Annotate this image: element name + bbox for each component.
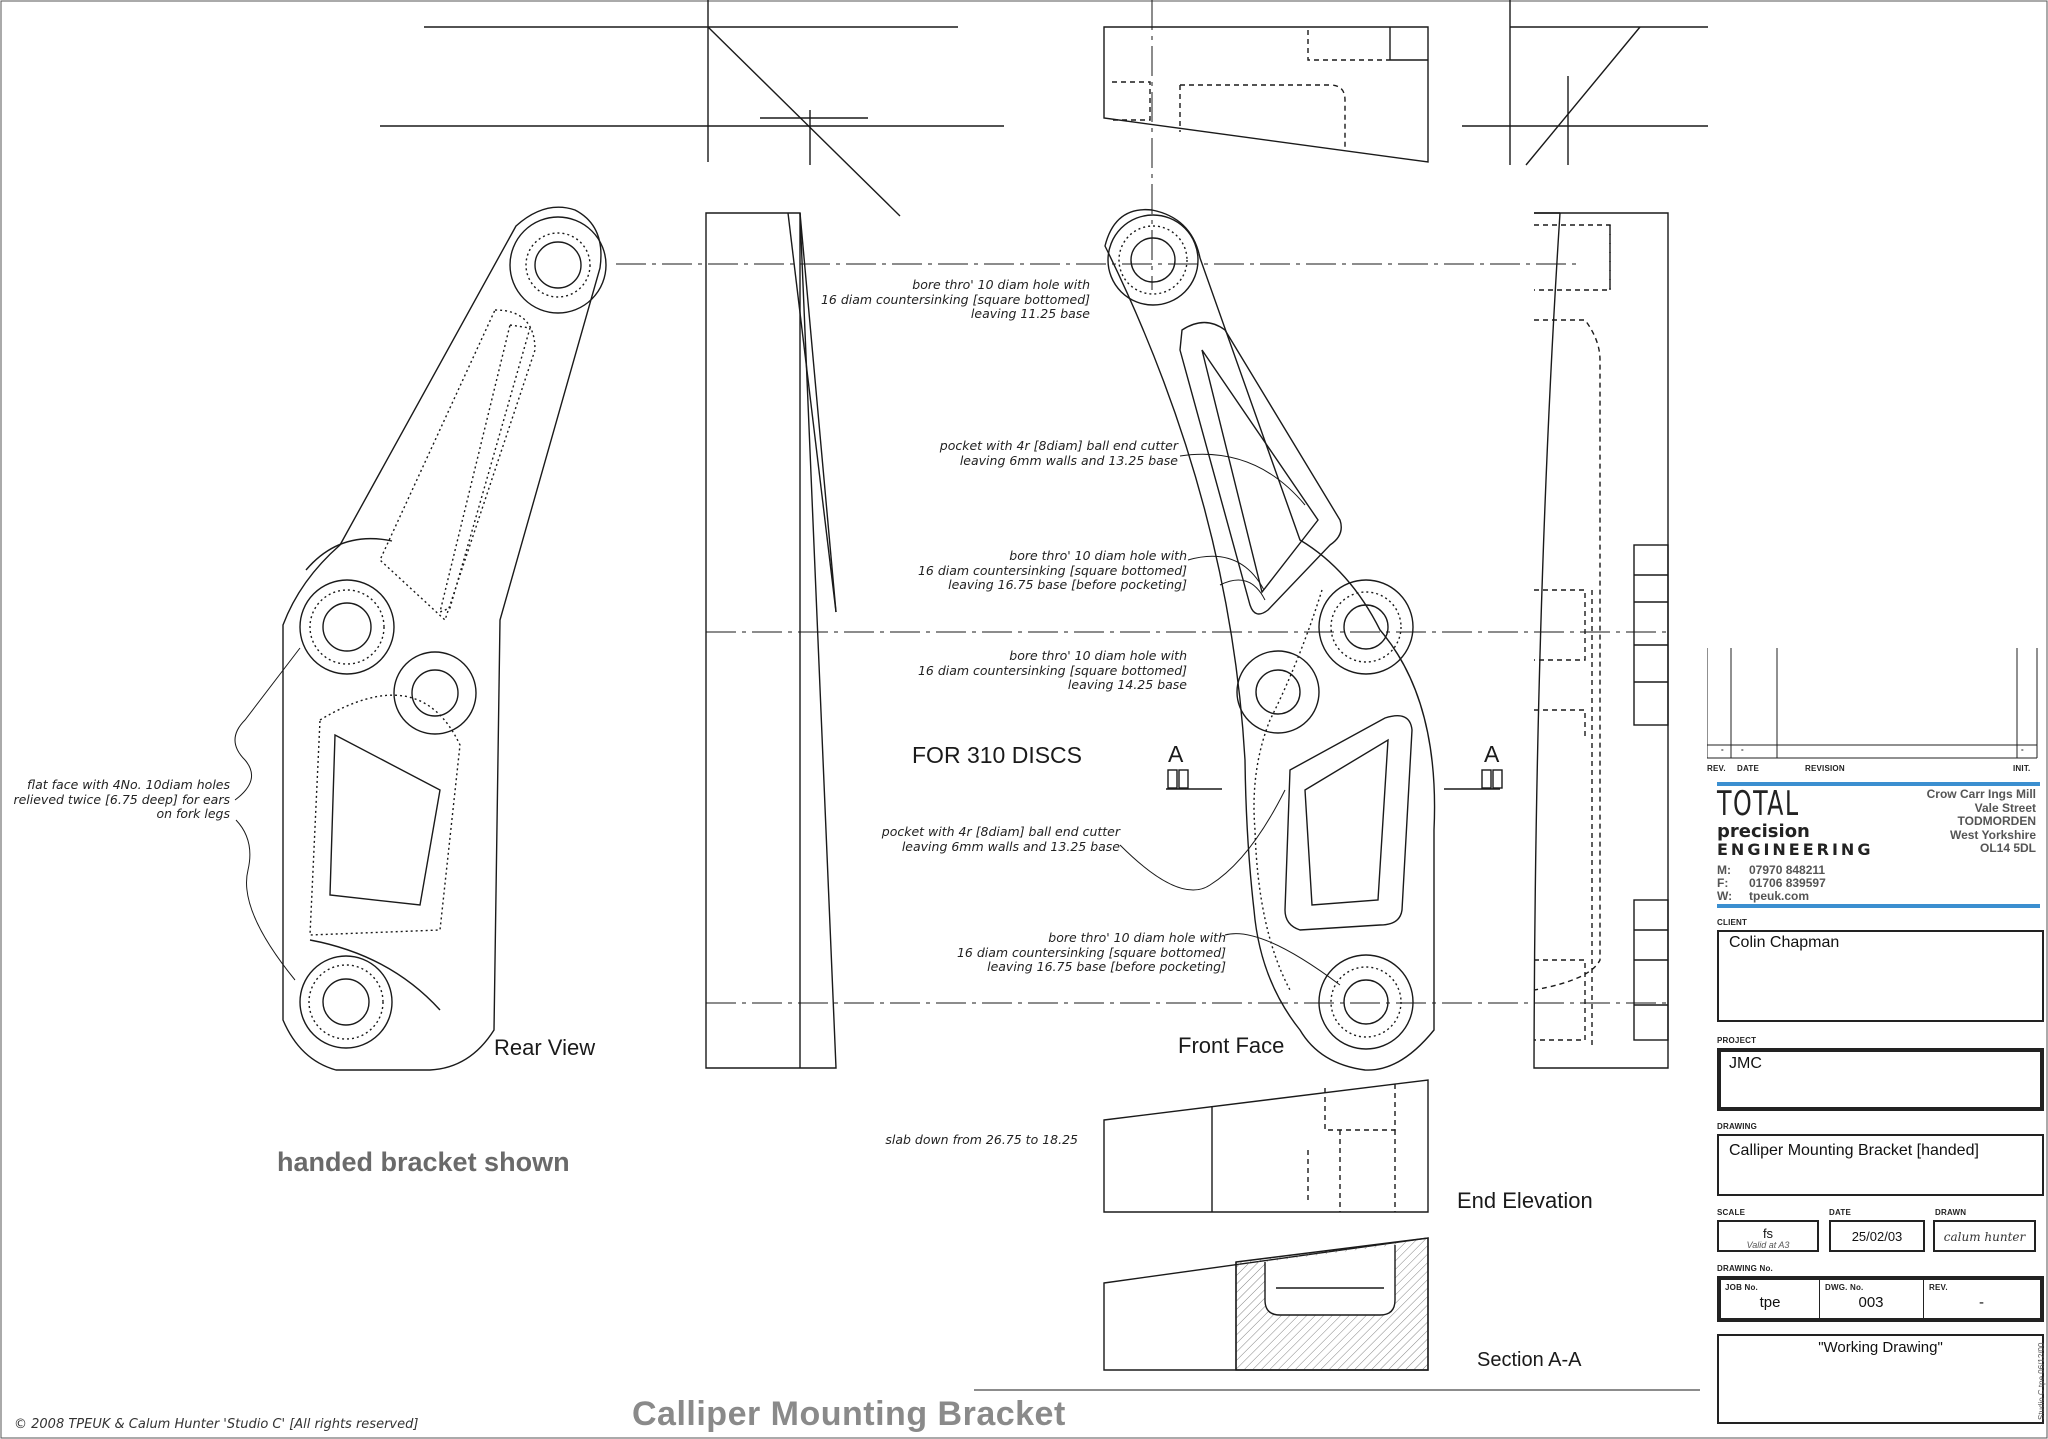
status-box: "Working Drawing" [1717, 1334, 2044, 1424]
drawing-title: Calliper Mounting Bracket [632, 1395, 1066, 1433]
drawing-name: Calliper Mounting Bracket [handed] [1729, 1142, 1979, 1159]
section-aa-view [1103, 1237, 1429, 1371]
project-name: JMC [1729, 1055, 1762, 1072]
address-line: West Yorkshire [1949, 827, 2036, 842]
drawn-value: calum hunter [1943, 1230, 2026, 1244]
date-heading: DATE [1829, 1208, 1851, 1217]
scale-heading: SCALE [1717, 1208, 1746, 1217]
title-block: - - - REV. DATE REVISION INIT. TOTAL pre… [1707, 648, 2048, 1439]
company-contacts: M: 07970 848211 F: 01706 839597 W: tpeuk.co… [1717, 864, 1826, 903]
note-pocket-upper: pocket with 4r [8diam] ball end cutter l… [939, 438, 1178, 468]
fax-label: F: [1717, 876, 1729, 890]
disc-size-label: FOR 310 DISCS [912, 742, 1082, 768]
revision-header-rev: REV. [1707, 764, 1726, 773]
section-aa-label: Section A-A [1477, 1349, 1582, 1371]
studio-side-text: Studio C tpe 06/12/00 [2037, 1342, 2046, 1420]
drawing-no-box: JOB No. DWG. No. REV. tpe 003 - [1717, 1276, 2044, 1322]
note-bore-center: bore thro' 10 diam hole with 16 diam cou… [917, 648, 1187, 692]
rev-value: - [1979, 1294, 1984, 1311]
web-label: W: [1717, 889, 1733, 903]
centre-lines [616, 263, 1668, 1004]
dwg-divider-2 [1923, 1280, 1924, 1318]
rear-view-label: Rear View [494, 1035, 596, 1060]
accent-rule-bottom [1717, 904, 2040, 908]
drawing-heading: DRAWING [1717, 1122, 1758, 1131]
slab-elevation-view [1103, 1079, 1429, 1213]
revision-header-revision: REVISION [1805, 764, 1845, 773]
mobile-label: M: [1717, 863, 1731, 877]
mobile-number: 07970 848211 [1749, 863, 1826, 877]
end-elevation-label: End Elevation [1457, 1188, 1593, 1213]
drawing-box: Calliper Mounting Bracket [handed] [1717, 1134, 2044, 1196]
drawing-no-heading: DRAWING No. [1717, 1264, 1773, 1273]
company-logo-engineering: ENGINEERING [1717, 840, 1874, 859]
note-slab: slab down from 26.75 to 18.25 [885, 1132, 1078, 1147]
job-no-heading: JOB No. [1725, 1283, 1758, 1292]
revision-row-date: - [1741, 745, 1744, 754]
rev-heading: REV. [1929, 1283, 1948, 1292]
project-heading: PROJECT [1717, 1036, 1757, 1045]
section-marker-right: A [1484, 741, 1500, 767]
revision-row-init: - [2021, 745, 2024, 754]
company-logo-total: TOTAL [1717, 784, 1800, 824]
drawn-heading: DRAWN [1935, 1208, 1967, 1217]
top-plan-view [1103, 0, 1429, 290]
front-face-bracket [1104, 208, 1436, 1071]
revision-row-rev: - [1721, 745, 1724, 754]
note-pocket-lower: pocket with 4r [8diam] ball end cutter l… [881, 824, 1120, 854]
project-box: JMC [1717, 1048, 2044, 1111]
revision-header-init: INIT. [2013, 764, 2031, 773]
note-bore-mid: bore thro' 10 diam hole with 16 diam cou… [917, 548, 1187, 592]
projection-construction-lines [380, 0, 1708, 217]
scale-note: Valid at A3 [1746, 1240, 1790, 1250]
address-line: TODMORDEN [1957, 814, 2036, 828]
revision-header-date: DATE [1737, 764, 1759, 773]
scale-value: fs [1762, 1226, 1774, 1241]
note-bore-top: bore thro' 10 diam hole with 16 diam cou… [820, 277, 1090, 321]
web-address: tpeuk.com [1749, 889, 1810, 903]
company-address: Crow Carr Ings Mill Vale Street TODMORDE… [1926, 787, 2036, 856]
section-markers [1166, 769, 1503, 790]
client-box: Colin Chapman [1717, 930, 2044, 1022]
client-heading: CLIENT [1717, 918, 1748, 927]
address-line: Crow Carr Ings Mill [1926, 787, 2036, 801]
end-elevation-column [1533, 212, 1669, 1069]
rear-view-bracket [282, 206, 607, 1071]
dwg-no-heading: DWG. No. [1825, 1283, 1864, 1292]
address-line: Vale Street [1974, 800, 2036, 815]
section-marker-left: A [1168, 741, 1184, 767]
scale-box: fs Valid at A3 [1717, 1220, 1819, 1252]
note-flat-face: flat face with 4No. 10diam holes relieve… [13, 777, 230, 821]
client-name: Colin Chapman [1729, 934, 1840, 951]
job-no-value: tpe [1759, 1294, 1781, 1311]
accent-rule-top [1717, 782, 2040, 786]
leader-lines [234, 453, 1341, 986]
company-logo-precision: precision [1717, 821, 1810, 842]
copyright-notice: © 2008 TPEUK & Calum Hunter 'Studio C' [… [14, 1417, 419, 1432]
front-face-label: Front Face [1178, 1033, 1285, 1058]
revision-table-grid [1707, 648, 2038, 759]
handed-bracket-subtitle: handed bracket shown [277, 1147, 570, 1177]
date-value: 25/02/03 [1851, 1229, 1903, 1244]
fax-number: 01706 839597 [1749, 876, 1826, 890]
dwg-no-value: 003 [1858, 1294, 1884, 1311]
dwg-divider-1 [1819, 1280, 1820, 1318]
side-profile-view [705, 212, 837, 1069]
note-bore-bottom: bore thro' 10 diam hole with 16 diam cou… [956, 930, 1226, 974]
address-line: OL14 5DL [1979, 841, 2036, 855]
drawn-box: calum hunter [1933, 1220, 2036, 1252]
date-box: 25/02/03 [1829, 1220, 1925, 1252]
status-text: "Working Drawing" [1818, 1339, 1943, 1356]
